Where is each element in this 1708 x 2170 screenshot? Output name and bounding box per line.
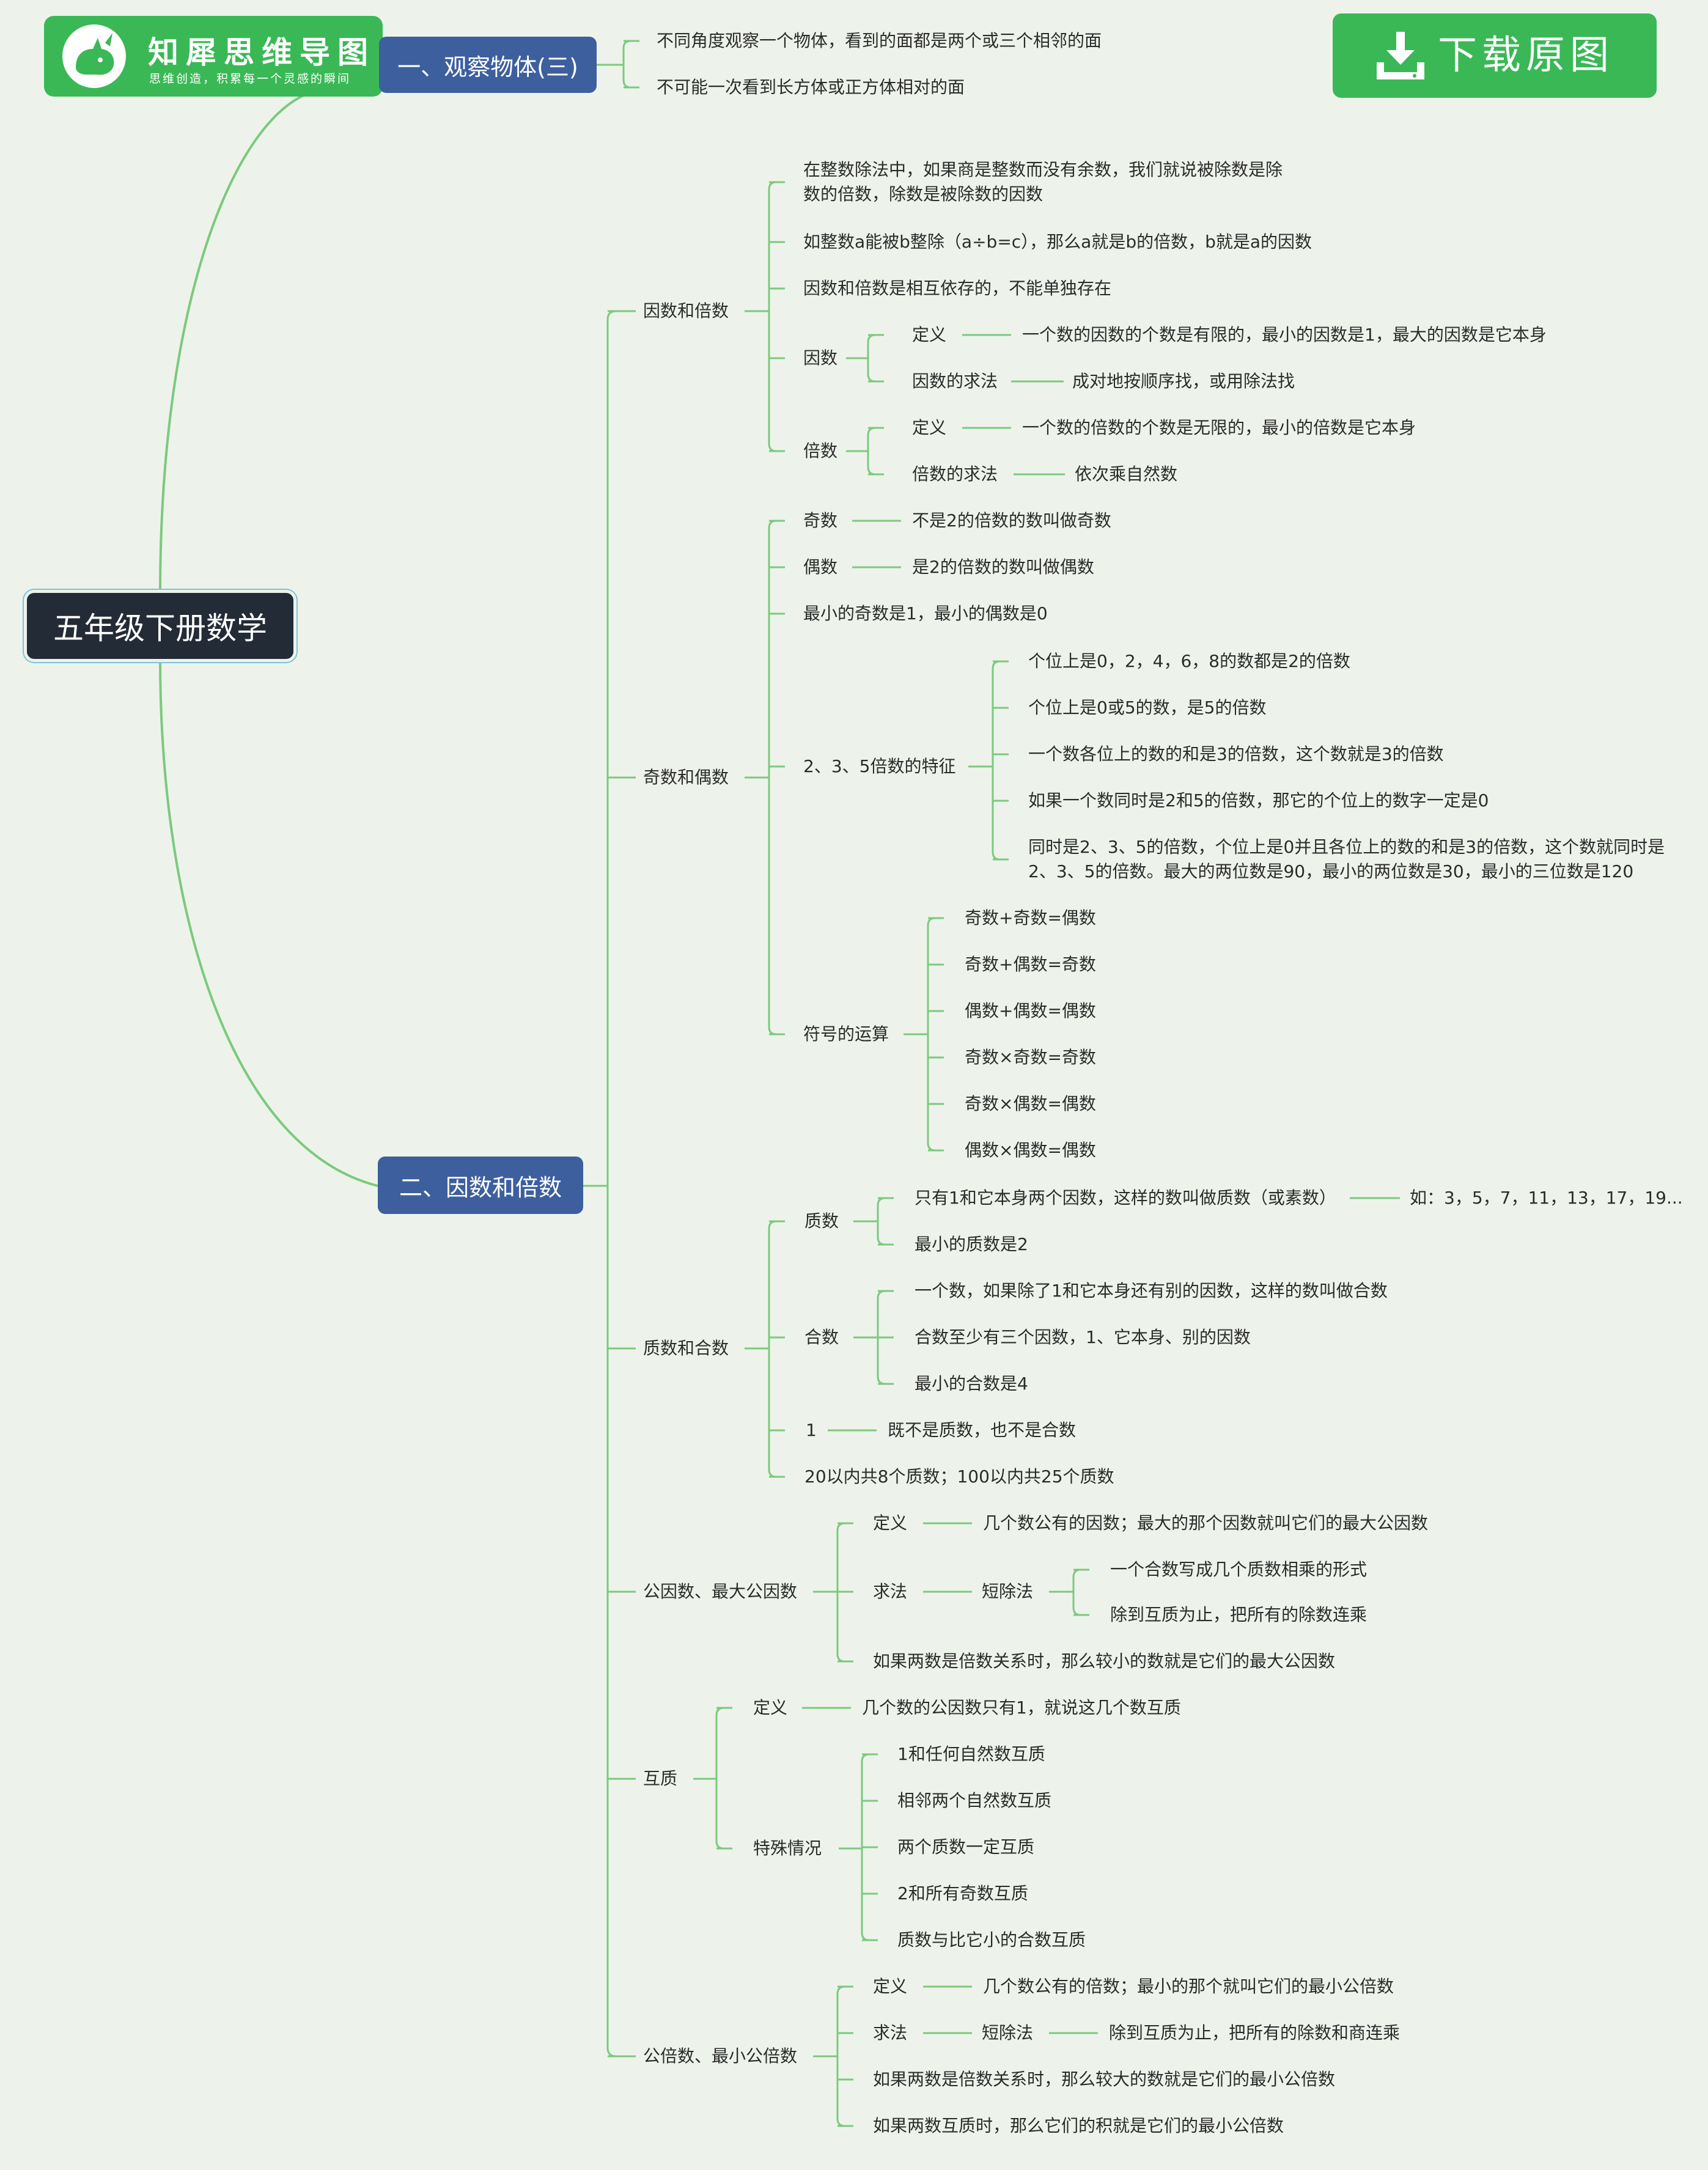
prime-definition[interactable]: 只有1和它本身两个因数，这样的数叫做质数（或素数） <box>915 1188 1336 1208</box>
composite-item[interactable]: 一个数，如果除了1和它本身还有别的因数，这样的数叫做合数 <box>915 1281 1388 1301</box>
one-text[interactable]: 既不是质数，也不是合数 <box>888 1420 1077 1440</box>
topic-factors-multiples[interactable]: 因数和倍数 <box>643 301 729 321</box>
factor-method-label[interactable]: 因数的求法 <box>912 371 998 391</box>
coprime-def-label[interactable]: 定义 <box>753 1697 788 1718</box>
brand-logo[interactable]: 知犀思维导图 思维创造，积累每一个灵感的瞬间 <box>44 16 383 97</box>
coprime-special-item[interactable]: 2和所有奇数互质 <box>897 1883 1028 1903</box>
multiple-method-label[interactable]: 倍数的求法 <box>912 464 998 484</box>
topic-prime-composite[interactable]: 质数和合数 <box>643 1338 729 1358</box>
multiple-node[interactable]: 倍数 <box>803 441 838 461</box>
factor-interdependence[interactable]: 因数和倍数是相互依存的，不能单独存在 <box>803 278 1112 298</box>
factor-def-label[interactable]: 定义 <box>912 325 947 345</box>
operation-item[interactable]: 偶数+偶数=偶数 <box>965 1001 1096 1021</box>
factor-divisibility[interactable]: 如整数a能被b整除（a÷b=c），那么a就是b的倍数，b就是a的因数 <box>803 232 1312 252</box>
one-label[interactable]: 1 <box>806 1420 817 1440</box>
odd-label[interactable]: 奇数 <box>803 510 838 531</box>
prime-examples[interactable]: 如：3，5，7，11，13，17，19... <box>1410 1188 1683 1208</box>
connector <box>159 658 378 1187</box>
connector <box>992 660 1001 861</box>
odd-text[interactable]: 不是2的倍数的数叫做奇数 <box>912 510 1111 531</box>
connector <box>159 92 310 594</box>
lcm-note[interactable]: 如果两数互质时，那么它们的积就是它们的最小公倍数 <box>873 2116 1284 2136</box>
observe-item[interactable]: 不可能一次看到长方体或正方体相对的面 <box>657 77 965 97</box>
operation-item[interactable]: 奇数+偶数=奇数 <box>965 954 1096 974</box>
sign-operations[interactable]: 符号的运算 <box>803 1024 889 1044</box>
connector <box>867 427 876 476</box>
gcd-short-item[interactable]: 除到互质为止，把所有的除数连乘 <box>1110 1605 1368 1625</box>
gcd-method-label[interactable]: 求法 <box>873 1581 908 1602</box>
topic-odd-even[interactable]: 奇数和偶数 <box>643 767 729 787</box>
operation-item[interactable]: 奇数×奇数=奇数 <box>965 1047 1096 1067</box>
root-node[interactable]: 五年级下册数学 <box>27 593 293 659</box>
multiple-def-label[interactable]: 定义 <box>912 417 947 438</box>
lcm-def-text[interactable]: 几个数公有的倍数；最小的那个就叫它们的最小公倍数 <box>983 1976 1394 1996</box>
connector <box>768 520 777 1035</box>
prime-node[interactable]: 质数 <box>804 1211 839 1231</box>
topic-coprime[interactable]: 互质 <box>643 1768 678 1789</box>
connector <box>836 1985 845 2127</box>
branch-observe-objects[interactable]: 一、观察物体(三) <box>379 37 597 93</box>
factor-definition[interactable]: 在整数除法中，如果商是整数而没有余数，我们就说被除数是除数的倍数，除数是被除数的… <box>803 160 1283 204</box>
factor-node[interactable]: 因数 <box>803 348 838 368</box>
lcm-short-division[interactable]: 短除法 <box>982 2023 1034 2043</box>
connector <box>606 310 617 2058</box>
lcm-def-label[interactable]: 定义 <box>873 1976 908 1996</box>
coprime-special-item[interactable]: 质数与比它小的合数互质 <box>897 1930 1086 1950</box>
connector <box>715 1707 724 1850</box>
rhino-icon <box>62 24 126 88</box>
operation-item[interactable]: 奇数+奇数=偶数 <box>965 908 1096 928</box>
gcd-def-text[interactable]: 几个数公有的因数；最大的那个因数就叫它们的最大公因数 <box>983 1513 1429 1533</box>
connector <box>768 181 777 452</box>
download-icon <box>1374 32 1427 83</box>
topic-gcd[interactable]: 公因数、最大公因数 <box>643 1581 798 1602</box>
smallest-prime[interactable]: 最小的质数是2 <box>915 1234 1028 1254</box>
observe-item[interactable]: 不同角度观察一个物体，看到的面都是两个或三个相邻的面 <box>657 31 1102 51</box>
coprime-def-text[interactable]: 几个数的公因数只有1，就说这几个数互质 <box>862 1697 1181 1718</box>
lcm-method-label[interactable]: 求法 <box>873 2023 908 2043</box>
gcd-short-division[interactable]: 短除法 <box>982 1581 1034 1602</box>
connector <box>768 1220 777 1478</box>
factor-method-text[interactable]: 成对地按顺序找，或用除法找 <box>1072 371 1295 391</box>
feature-item[interactable]: 一个数各位上的数的和是3的倍数，这个数就是3的倍数 <box>1028 744 1444 764</box>
coprime-special-label[interactable]: 特殊情况 <box>753 1838 822 1858</box>
operation-item[interactable]: 偶数×偶数=偶数 <box>965 1140 1096 1160</box>
gcd-short-item[interactable]: 一个合数写成几个质数相乘的形式 <box>1110 1559 1368 1580</box>
logo-tagline: 思维创造，积累每一个灵感的瞬间 <box>149 72 352 86</box>
factor-def-text[interactable]: 一个数的因数的个数是有限的，最小的因数是1，最大的因数是它本身 <box>1022 325 1547 345</box>
connector <box>1072 1569 1081 1616</box>
multiple-def-text[interactable]: 一个数的倍数的个数是无限的，最小的倍数是它本身 <box>1022 417 1416 438</box>
topic-lcm[interactable]: 公倍数、最小公倍数 <box>643 2046 798 2066</box>
lcm-short-text[interactable]: 除到互质为止，把所有的除数和商连乘 <box>1109 2023 1401 2043</box>
prime-count[interactable]: 20以内共8个质数；100以内共25个质数 <box>804 1466 1114 1487</box>
logo-title: 知犀思维导图 <box>148 35 375 70</box>
composite-node[interactable]: 合数 <box>804 1327 839 1347</box>
operation-item[interactable]: 奇数×偶数=偶数 <box>965 1094 1096 1114</box>
feature-item[interactable]: 个位上是0或5的数，是5的倍数 <box>1028 697 1267 718</box>
feature-item[interactable]: 同时是2、3、5的倍数，个位上是0并且各位上的数的和是3的倍数，这个数就同时是2… <box>1028 837 1665 881</box>
even-text[interactable]: 是2的倍数的数叫做偶数 <box>912 557 1094 577</box>
feature-item[interactable]: 个位上是0，2，4，6，8的数都是2的倍数 <box>1028 651 1350 671</box>
feature-item[interactable]: 如果一个数同时是2和5的倍数，那它的个位上的数字一定是0 <box>1028 790 1489 811</box>
gcd-note[interactable]: 如果两数是倍数关系时，那么较小的数就是它们的最大公因数 <box>873 1651 1336 1671</box>
even-label[interactable]: 偶数 <box>803 557 838 577</box>
coprime-special-item[interactable]: 两个质数一定互质 <box>897 1837 1035 1857</box>
download-label: 下载原图 <box>1438 33 1614 78</box>
composite-item[interactable]: 合数至少有三个因数，1、它本身、别的因数 <box>915 1327 1251 1347</box>
smallest-odd-even[interactable]: 最小的奇数是1，最小的偶数是0 <box>803 603 1048 623</box>
composite-item[interactable]: 最小的合数是4 <box>915 1374 1028 1394</box>
connector <box>877 1197 886 1246</box>
multiple-method-text[interactable]: 依次乘自然数 <box>1075 464 1178 484</box>
download-button[interactable]: 下载原图 <box>1333 13 1657 98</box>
gcd-def-label[interactable]: 定义 <box>873 1513 908 1533</box>
connector <box>927 917 936 1152</box>
connector <box>622 40 631 89</box>
coprime-special-item[interactable]: 相邻两个自然数互质 <box>897 1790 1052 1811</box>
connector <box>867 334 876 383</box>
multiples-features[interactable]: 2、3、5倍数的特征 <box>803 756 956 776</box>
branch-factors-multiples[interactable]: 二、因数和倍数 <box>378 1157 583 1214</box>
lcm-note[interactable]: 如果两数是倍数关系时，那么较大的数就是它们的最小公倍数 <box>873 2069 1336 2089</box>
coprime-special-item[interactable]: 1和任何自然数互质 <box>897 1744 1045 1764</box>
